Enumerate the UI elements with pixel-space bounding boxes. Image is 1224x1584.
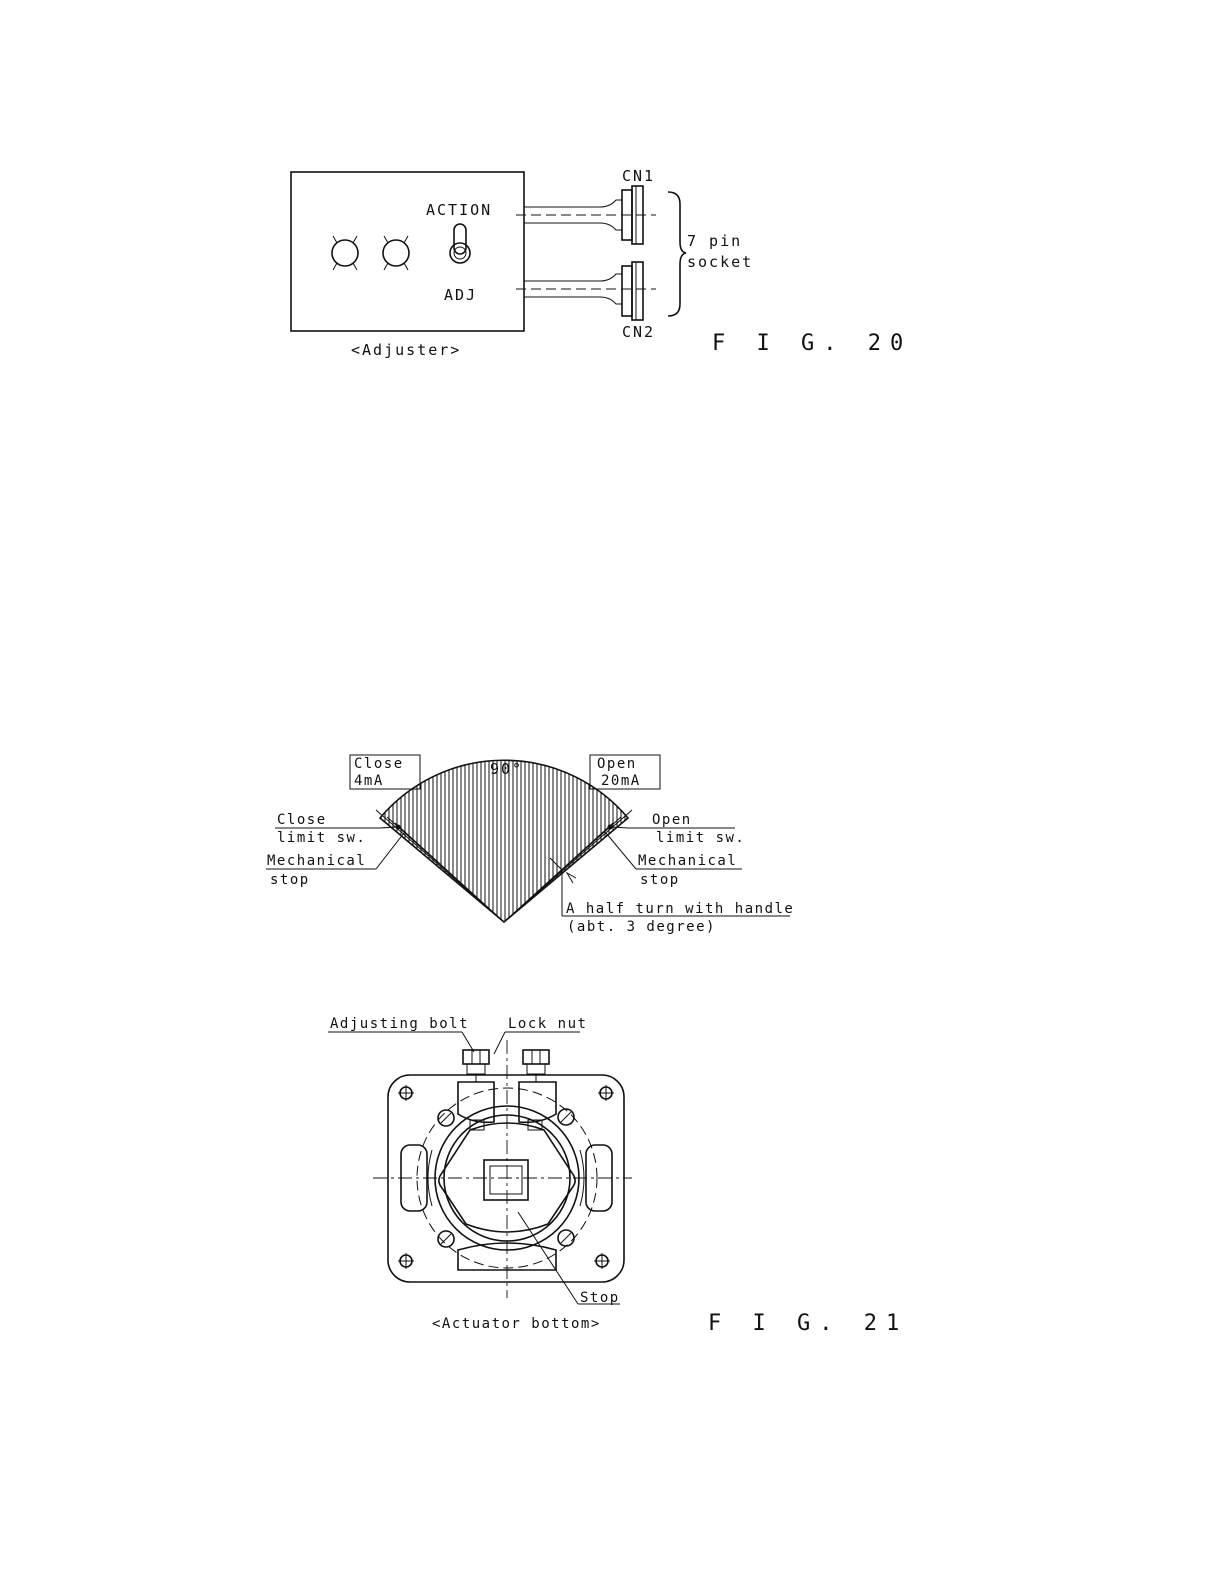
cn2-label: CN2 [622,323,655,341]
adj-label: ADJ [444,286,477,304]
open-box-line1: Open [597,756,637,772]
cable-cn1 [516,200,656,230]
mounting-hole-icon [398,1253,414,1269]
top-boss-left [458,1082,494,1122]
fig20-adjuster-diagram: ACTION ADJ <Adjuster> C [291,167,912,359]
flange-screw-icon [558,1109,574,1125]
indicator-lamp-icon [383,236,409,270]
mech-stop-left-line2: stop [270,872,310,888]
socket-brace [668,192,686,316]
fig21-caption: F I G. 21 [708,1311,908,1336]
action-label: ACTION [426,201,492,219]
actuator-bottom-caption: <Actuator bottom> [432,1316,601,1332]
adjuster-box [291,172,524,331]
toggle-switch-icon [450,224,470,263]
stop-label: Stop [580,1290,620,1306]
lock-nut-icon [523,1050,549,1082]
socket-label-line2: socket [687,253,753,271]
half-turn-line1: A half turn with handle [566,901,794,917]
fig21-actuator-bottom-diagram: Adjusting bolt Lock nut [328,1016,908,1336]
open-limit-line2: limit sw. [656,830,745,846]
cable-cn2 [516,274,656,304]
angle-label: 90° [490,760,523,778]
fig20-caption: F I G. 20 [712,331,912,356]
mounting-hole-icon [594,1253,610,1269]
mech-stop-left-line1: Mechanical [267,853,366,869]
close-limit-line2: limit sw. [277,830,366,846]
adjuster-caption: <Adjuster> [351,341,461,359]
close-box-line2: 4mA [354,773,384,789]
mounting-hole-icon [598,1085,614,1101]
mounting-hole-icon [398,1085,414,1101]
indicator-lamp-icon [332,236,358,270]
mech-stop-right-line2: stop [640,872,680,888]
cn1-label: CN1 [622,167,655,185]
open-limit-point [608,825,613,830]
close-limit-point [396,825,401,830]
adjusting-bolt-icon [463,1050,489,1082]
half-turn-line2: (abt. 3 degree) [567,919,716,935]
open-limit-line1: Open [652,812,692,828]
flange-screw-icon [558,1230,574,1246]
fig21-travel-range-diagram: Close 4mA Open 20mA 90° Close limit sw. … [266,640,794,940]
connector-cn2-icon [622,262,643,320]
open-box-line2: 20mA [601,773,641,789]
close-limit-line1: Close [277,812,327,828]
top-boss-right [519,1082,556,1122]
close-box-line1: Close [354,756,404,772]
socket-label-line1: 7 pin [687,232,742,250]
mech-stop-right-line1: Mechanical [638,853,737,869]
adjusting-bolt-label: Adjusting bolt [330,1016,469,1032]
lock-nut-label: Lock nut [508,1016,587,1032]
